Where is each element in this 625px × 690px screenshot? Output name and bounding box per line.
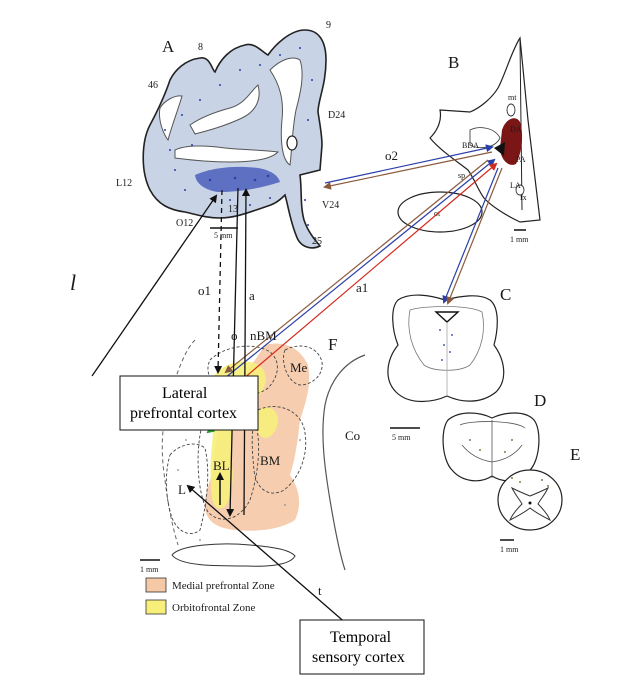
- scale-bar-b-text: 1 mm: [510, 235, 529, 244]
- neuron-dots: [164, 47, 313, 226]
- legend-swatch-orbito: [145, 599, 167, 615]
- pathway-a-up: [241, 188, 250, 516]
- medulla-dots: [469, 439, 513, 453]
- bda-region: [469, 127, 501, 149]
- callout-temporal-sensory: Temporal sensory cortex: [299, 619, 425, 675]
- l12-label: L12: [116, 178, 132, 189]
- legend-label-orbito: Orbitofrontal Zone: [172, 602, 256, 614]
- area-46-label: 46: [148, 80, 158, 91]
- bm-label: BM: [260, 453, 281, 468]
- pathway-o1-dashed: [214, 189, 223, 374]
- basolateral-outline: [197, 403, 260, 520]
- mt-tract: [506, 103, 516, 117]
- da-pa-terminals: [500, 118, 523, 165]
- sulcus-principal: [189, 84, 260, 135]
- t-label: t: [318, 583, 322, 598]
- optic-tract-f: [171, 543, 296, 567]
- panel-f-amygdala: 1 mm: [140, 339, 366, 574]
- pathway-hyp-amyg-brown: [224, 159, 489, 374]
- area-13-label: 13: [228, 204, 238, 215]
- pathway-a-down: [226, 187, 239, 517]
- brainstem-outline: [387, 294, 505, 403]
- legend-swatch-medial: [145, 577, 167, 593]
- panel-label-c: C: [500, 285, 511, 304]
- bl-label: BL: [213, 458, 230, 473]
- third-ventricle: [519, 39, 523, 211]
- callout-lateral-line2: prefrontal cortex: [130, 405, 237, 422]
- sulcus-cingulate: [159, 95, 183, 142]
- medulla-inner: [459, 420, 526, 478]
- pa-label: PA: [516, 155, 526, 164]
- brainstem-inner: [408, 306, 484, 371]
- v24-label: V24: [322, 200, 339, 211]
- pathway-o2-blue: [324, 144, 494, 184]
- panel-label-b: B: [448, 53, 459, 72]
- panel-label-e: E: [570, 445, 580, 464]
- panel-a-cortex-section: 5 mm: [142, 29, 327, 249]
- co-label: Co: [345, 428, 360, 443]
- callout-temporal-line1: Temporal: [330, 629, 392, 646]
- o1-label: o1: [198, 283, 211, 298]
- sulcus-orbital: [174, 145, 280, 163]
- labeled-neurons-orbital: [195, 166, 280, 192]
- area-25-label: 25: [312, 236, 322, 247]
- legend-label-medial: Medial prefrontal Zone: [172, 580, 275, 592]
- callout-temporal-line: [186, 484, 349, 626]
- sp-label: sp: [458, 171, 465, 180]
- panel-label-f: F: [328, 335, 337, 354]
- ventricle: [286, 135, 298, 151]
- aqueduct: [434, 311, 460, 323]
- mt-label: mt: [508, 93, 517, 102]
- black-terminal-marker: [494, 142, 505, 156]
- la-label: LA: [510, 181, 521, 190]
- nbm-label: nBM: [250, 328, 277, 343]
- fx-tract: [515, 184, 525, 196]
- panel-label-a: A: [162, 37, 175, 56]
- brainstem-dots: [439, 329, 453, 361]
- callout-temporal-line2: sensory cortex: [312, 649, 405, 666]
- pathway-bc-blue: [442, 167, 499, 304]
- spinal-dots: [511, 477, 549, 487]
- a1-label: a1: [356, 280, 368, 295]
- panel-e-spinal-cord: 1 mm: [497, 469, 563, 554]
- medial-nucleus-outline: [283, 345, 323, 386]
- a-label: a: [249, 288, 255, 303]
- fx-label: fx: [520, 193, 527, 202]
- callout-lateral-line: [91, 194, 218, 377]
- pathway-bc-brown: [446, 167, 503, 305]
- hypothalamus-outline: [429, 36, 541, 223]
- callout-lateral-line1: Lateral: [162, 385, 208, 402]
- orbitofrontal-zone-2: [256, 407, 278, 438]
- area-8-label: 8: [198, 42, 203, 53]
- l-pathway-label: l: [70, 270, 76, 295]
- pathway-o2-brown: [323, 151, 493, 190]
- scale-bar-c-text: 5 mm: [392, 433, 411, 442]
- callout-lateral-prefrontal: Lateral prefrontal cortex: [119, 375, 259, 431]
- panel-c-brainstem: 5 mm: [387, 294, 505, 442]
- scale-bar-f-text: 1 mm: [140, 565, 159, 574]
- da-label: DA: [510, 125, 522, 134]
- me-label: Me: [290, 360, 308, 375]
- basomedial-outline: [251, 406, 307, 494]
- d24-label: D24: [328, 110, 345, 121]
- pathway-amyg-hyp-red: [235, 162, 498, 386]
- panel-label-d: D: [534, 391, 546, 410]
- bda-label: BDA: [462, 141, 479, 150]
- lateral-nucleus-outline: [165, 443, 209, 534]
- cortical-curve: [322, 354, 366, 571]
- scale-bar-e-text: 1 mm: [500, 545, 519, 554]
- l-nucleus-label: L: [178, 482, 186, 497]
- scale-bar-a-text: 5 mm: [214, 231, 233, 240]
- area-9-label: 9: [326, 20, 331, 31]
- legend: Medial prefrontal Zone Orbitofrontal Zon…: [145, 577, 275, 615]
- pathway-amyg-hyp-blue: [224, 158, 496, 379]
- amygdala-outer-contour: [161, 339, 196, 546]
- o12-label: O12: [176, 218, 193, 229]
- central-canal: [528, 501, 532, 505]
- o2-label: o2: [385, 148, 398, 163]
